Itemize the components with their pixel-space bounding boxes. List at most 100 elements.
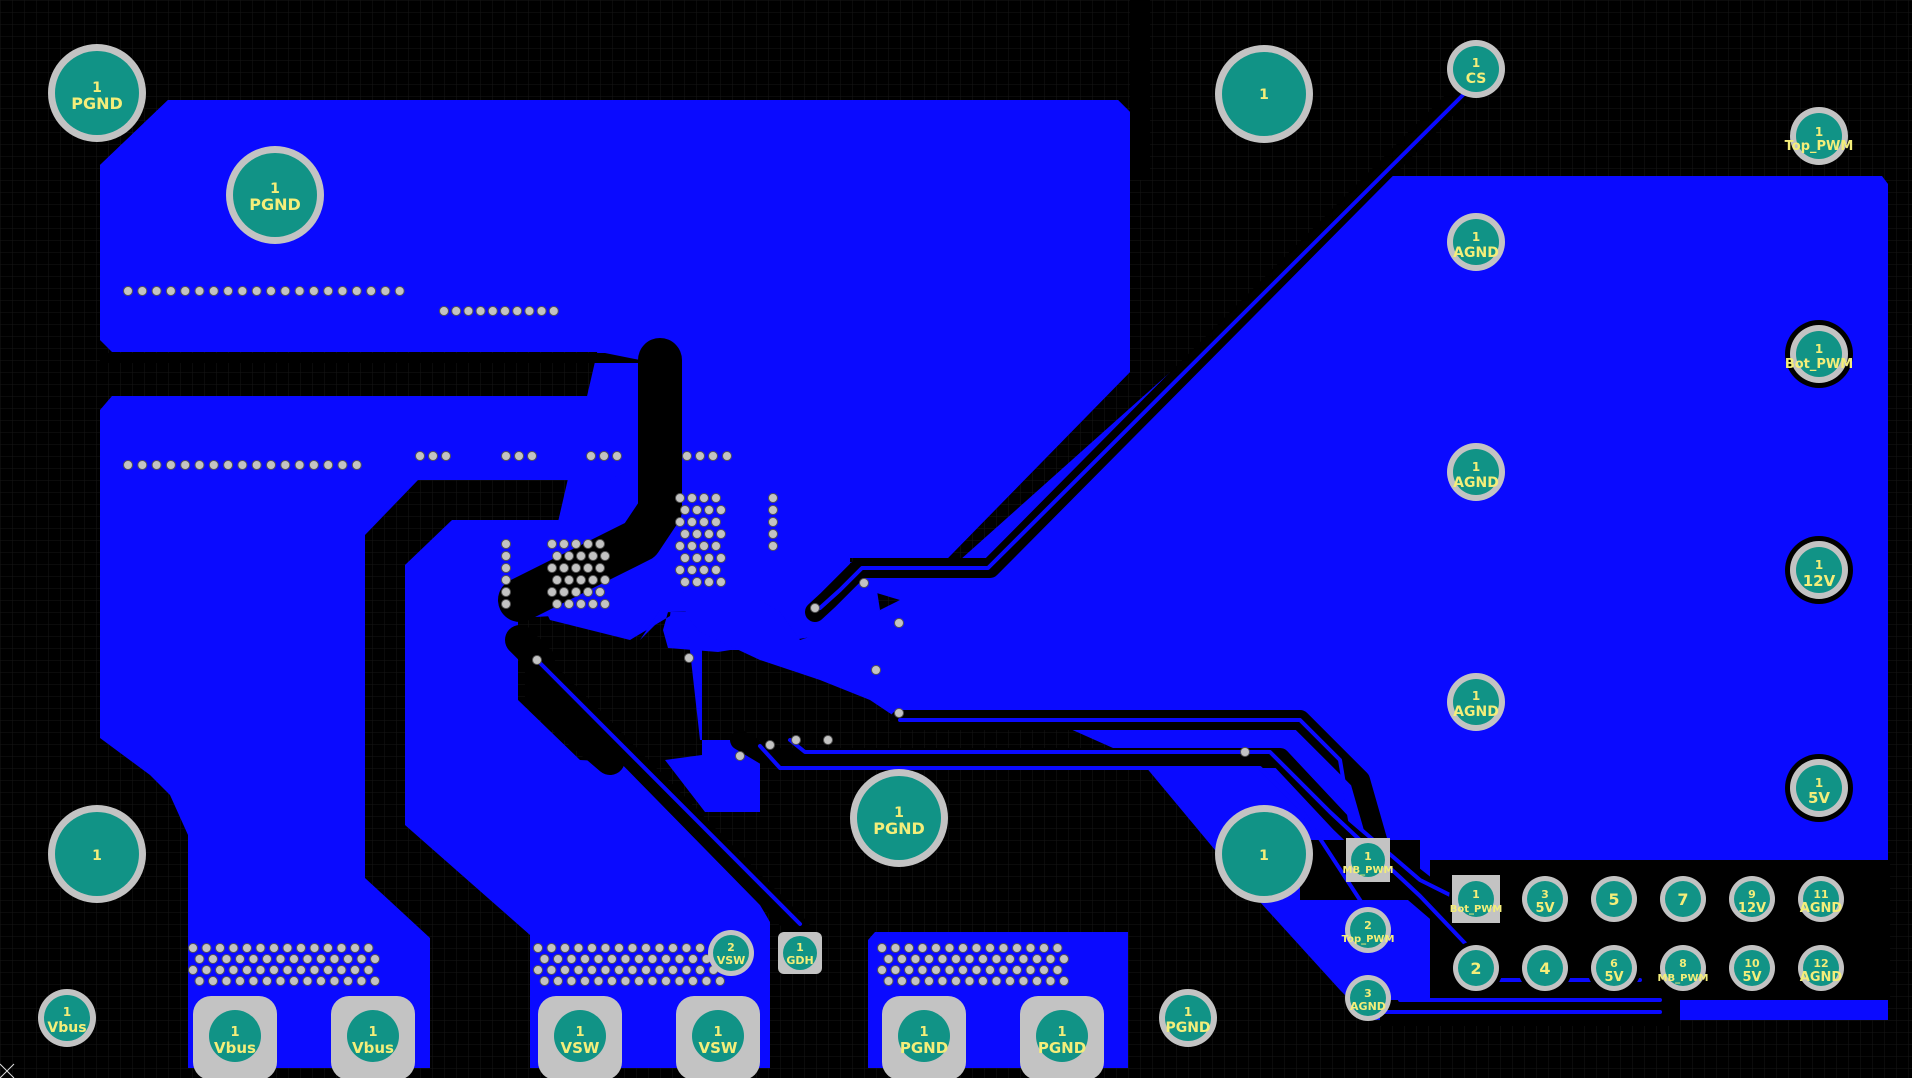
via[interactable]	[552, 551, 562, 561]
via[interactable]	[180, 286, 191, 296]
pad-bot-pwm-right[interactable]: 1 Bot_PWM	[1785, 320, 1853, 388]
via[interactable]	[588, 551, 598, 561]
via[interactable]	[248, 976, 259, 986]
via[interactable]	[1045, 976, 1056, 986]
via[interactable]	[546, 943, 557, 953]
via[interactable]	[296, 965, 306, 975]
via[interactable]	[151, 460, 162, 470]
via[interactable]	[251, 460, 262, 470]
via[interactable]	[235, 954, 245, 964]
pad-pgnd-a[interactable]: 1 PGND	[882, 996, 966, 1078]
via[interactable]	[343, 976, 353, 986]
pad-pgnd-b[interactable]: 1 PGND	[1020, 996, 1104, 1078]
via[interactable]	[548, 306, 559, 316]
via[interactable]	[883, 976, 894, 986]
via[interactable]	[614, 943, 624, 953]
via[interactable]	[627, 943, 638, 953]
via[interactable]	[661, 976, 671, 986]
via[interactable]	[547, 539, 557, 549]
via[interactable]	[998, 965, 1009, 975]
via[interactable]	[708, 451, 718, 461]
pad-vbus-small[interactable]: 1 Vbus	[38, 989, 96, 1047]
connector-pin-7[interactable]: 7	[1656, 872, 1710, 926]
connector-pin-6[interactable]: 65V	[1587, 941, 1641, 995]
via[interactable]	[716, 577, 726, 587]
via[interactable]	[564, 551, 574, 561]
via[interactable]	[463, 306, 474, 316]
via[interactable]	[336, 943, 347, 953]
via[interactable]	[682, 451, 692, 461]
via[interactable]	[201, 943, 212, 953]
via[interactable]	[768, 529, 778, 539]
via[interactable]	[363, 965, 374, 975]
pad-12v-right[interactable]: 1 12V	[1785, 536, 1853, 604]
via[interactable]	[221, 976, 232, 986]
pads[interactable]: 1 PGND 1 PGND 1 1 CS 1 Top_PWM 1 AGND	[38, 40, 1853, 1078]
via[interactable]	[262, 954, 272, 964]
via[interactable]	[188, 965, 198, 975]
via[interactable]	[634, 976, 644, 986]
via[interactable]	[553, 954, 563, 964]
via[interactable]	[917, 965, 928, 975]
via[interactable]	[237, 286, 248, 296]
via[interactable]	[215, 965, 225, 975]
via[interactable]	[564, 599, 574, 609]
via[interactable]	[1012, 965, 1022, 975]
via[interactable]	[336, 965, 347, 975]
pad-agnd-3[interactable]: 1 AGND	[1447, 673, 1505, 731]
via[interactable]	[904, 943, 914, 953]
via[interactable]	[647, 954, 658, 964]
via[interactable]	[323, 965, 333, 975]
via[interactable]	[711, 517, 721, 527]
via[interactable]	[350, 943, 360, 953]
via[interactable]	[675, 541, 685, 551]
via[interactable]	[951, 954, 961, 964]
via[interactable]	[924, 954, 934, 964]
pad-top-left-pgnd[interactable]: 1 PGND	[48, 44, 146, 142]
via[interactable]	[580, 954, 590, 964]
via[interactable]	[699, 493, 709, 503]
via[interactable]	[937, 976, 948, 986]
via[interactable]	[600, 599, 610, 609]
via[interactable]	[910, 954, 921, 964]
via[interactable]	[883, 954, 894, 964]
via[interactable]	[316, 976, 326, 986]
via[interactable]	[687, 541, 697, 551]
via[interactable]	[687, 565, 697, 575]
via[interactable]	[1012, 943, 1022, 953]
via[interactable]	[894, 618, 904, 628]
via[interactable]	[680, 553, 690, 563]
via[interactable]	[539, 954, 550, 964]
via[interactable]	[501, 599, 511, 609]
via[interactable]	[536, 306, 547, 316]
via[interactable]	[692, 505, 702, 515]
via[interactable]	[684, 653, 694, 663]
via[interactable]	[547, 587, 557, 597]
via[interactable]	[823, 735, 833, 745]
via[interactable]	[991, 976, 1002, 986]
via[interactable]	[704, 505, 714, 515]
via[interactable]	[859, 578, 869, 588]
via[interactable]	[308, 460, 319, 470]
via[interactable]	[661, 954, 671, 964]
via[interactable]	[180, 460, 191, 470]
via[interactable]	[958, 943, 968, 953]
via[interactable]	[475, 306, 486, 316]
via[interactable]	[208, 976, 218, 986]
connector-pin-8[interactable]: 8MB_PWM	[1656, 941, 1710, 995]
via[interactable]	[343, 954, 353, 964]
vias[interactable]	[123, 286, 1250, 986]
via[interactable]	[370, 976, 380, 986]
via[interactable]	[363, 943, 374, 953]
via[interactable]	[1052, 943, 1063, 953]
via[interactable]	[964, 954, 975, 964]
via[interactable]	[810, 603, 820, 613]
via[interactable]	[588, 575, 598, 585]
via[interactable]	[251, 286, 262, 296]
via[interactable]	[309, 965, 320, 975]
via[interactable]	[587, 965, 597, 975]
via[interactable]	[123, 460, 133, 470]
pad-vsw-b[interactable]: 1 VSW	[676, 996, 760, 1078]
